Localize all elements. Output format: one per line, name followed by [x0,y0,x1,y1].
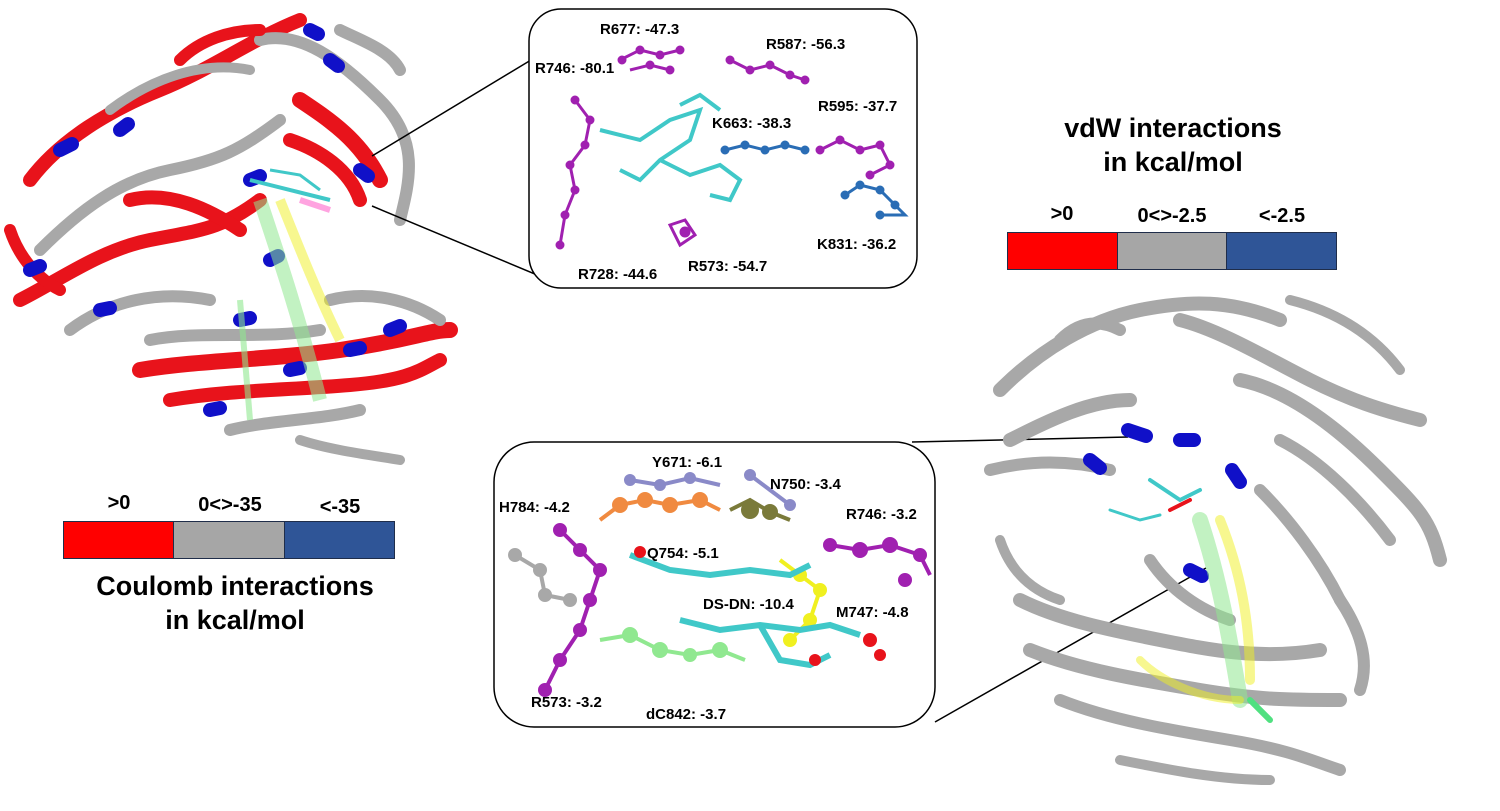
coulomb-bar-red [64,522,174,558]
label-h784: H784: -4.2 [499,499,570,516]
coulomb-dna-strands [237,168,345,421]
coulomb-title-line1: Coulomb interactions [96,571,374,601]
coulomb-ribbon-helices [4,13,458,465]
coulomb-title-line2: in kcal/mol [165,604,305,635]
coulomb-color-bar [63,521,395,559]
vdw-inset-residues [508,469,932,697]
vdw-title: vdW interactions in kcal/mol [1020,112,1326,180]
coulomb-scale-label-negative: <-35 [319,496,361,518]
vdw-bar-blue [1227,233,1337,269]
label-dc842: dC842: -3.7 [646,706,726,723]
vdw-protein-structure [984,295,1447,785]
coulomb-scale-label-middle: 0<>-35 [198,494,262,516]
vdw-inset-labels: Y671: -6.1 N750: -3.4 H784: -4.2 R746: -… [499,454,917,723]
coulomb-scale-label-positive: >0 [107,492,131,514]
vdw-color-bar [1007,232,1337,270]
label-m747: M747: -4.8 [836,604,909,621]
vdw-ribbon-helices [984,295,1447,785]
vdw-scale-label-positive: >0 [1050,203,1074,225]
label-r573: R573: -54.7 [688,258,767,275]
vdw-scale-label-middle: 0<>-2.5 [1137,205,1207,227]
label-r677: R677: -47.3 [600,21,679,38]
vdw-dna-strands [1108,478,1273,723]
label-r728: R728: -44.6 [578,266,657,283]
coulomb-inset-labels: R677: -47.3 R587: -56.3 R746: -80.1 R595… [535,21,897,283]
coulomb-title: Coulomb interactions in kcal/mol [40,570,430,638]
label-r746: R746: -3.2 [846,506,917,523]
vdw-inset: Y671: -6.1 N750: -3.4 H784: -4.2 R746: -… [493,441,936,728]
label-q754: Q754: -5.1 [647,545,719,562]
vdw-title-line1: vdW interactions [1064,113,1282,143]
coulomb-protein-structure [4,13,458,465]
label-y671: Y671: -6.1 [652,454,722,471]
coulomb-bar-gray [173,522,285,558]
vdw-ribbon-blue-segments [1083,423,1247,583]
label-r587: R587: -56.3 [766,36,845,53]
vdw-title-line2: in kcal/mol [1103,146,1243,177]
vdw-bar-gray [1116,233,1228,269]
coulomb-inset-residues [555,45,909,250]
coulomb-inset: R677: -47.3 R587: -56.3 R746: -80.1 R595… [528,8,918,289]
label-k831: K831: -36.2 [817,236,896,253]
label-r573: R573: -3.2 [531,694,602,711]
vdw-scale-label-negative: <-2.5 [1258,205,1306,227]
vdw-bar-red [1008,233,1117,269]
label-r595: R595: -37.7 [818,98,897,115]
label-n750: N750: -3.4 [770,476,842,493]
label-r746: R746: -80.1 [535,60,614,77]
coulomb-bar-blue [284,522,394,558]
label-k663: K663: -38.3 [712,115,791,132]
label-dsdn: DS-DN: -10.4 [703,596,795,613]
